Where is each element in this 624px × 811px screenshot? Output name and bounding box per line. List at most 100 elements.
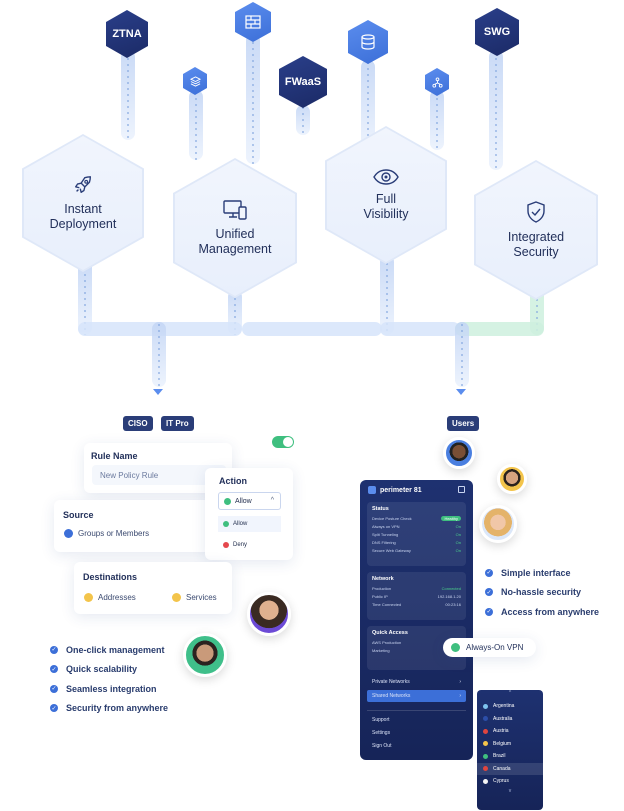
feature-label: Full Visibility	[363, 192, 409, 221]
pipe	[78, 260, 92, 335]
pipe	[246, 34, 260, 164]
check-icon: ✓	[485, 588, 493, 597]
avatar	[183, 633, 227, 677]
addresses-label: Addresses	[98, 593, 136, 602]
source-card-title: Source	[63, 510, 94, 520]
pipe	[380, 255, 394, 335]
chevron-down-icon[interactable]: v	[508, 787, 512, 794]
layers-icon	[189, 75, 201, 87]
arrow-down-icon	[153, 389, 163, 395]
check-icon: ✓	[50, 704, 58, 713]
check-icon: ✓	[50, 645, 58, 654]
nav-shared-networks[interactable]: Shared Networks›	[367, 690, 466, 702]
group-icon	[64, 529, 73, 538]
avatar	[443, 437, 475, 469]
check-icon: ✓	[50, 684, 58, 693]
check-icon: ✓	[50, 665, 58, 674]
destinations-card-title: Destinations	[83, 572, 138, 582]
country-item[interactable]: Argentina	[477, 700, 543, 713]
benefit-item: ✓Access from anywhere	[485, 606, 600, 617]
devices-icon	[223, 200, 247, 220]
source-field[interactable]: Groups or Members	[64, 529, 149, 538]
feature-instant-deployment: Instant Deployment	[24, 136, 142, 270]
ztna-label: ZTNA	[112, 28, 142, 40]
database-icon	[361, 34, 375, 50]
pipe	[121, 50, 135, 140]
swg-hex: SWG	[475, 8, 519, 56]
swg-label: SWG	[483, 26, 511, 38]
country-item[interactable]: Canada	[477, 762, 543, 775]
pipe	[242, 322, 382, 336]
avatar	[247, 592, 291, 636]
network-title: Network	[372, 576, 394, 582]
benefit-item: ✓No-hassle security	[485, 587, 582, 598]
benefit-item: ✓Security from anywhere	[50, 703, 169, 714]
action-option-allow[interactable]: Allow	[218, 516, 281, 532]
vpn-badge-label: Always-On VPN	[466, 643, 524, 652]
eye-icon	[373, 169, 399, 185]
addresses-chip[interactable]: Addresses	[84, 593, 136, 602]
country-item[interactable]: Australia	[477, 713, 543, 726]
network-icon	[431, 76, 443, 88]
services-chip[interactable]: Services	[172, 593, 217, 602]
nav-sign-out[interactable]: Sign Out	[372, 743, 392, 749]
nav-settings[interactable]: Settings	[372, 730, 391, 736]
quick-access-item[interactable]: Marketing	[372, 647, 390, 653]
app-brand: perimeter 81	[380, 486, 422, 494]
nav-private-networks[interactable]: Private Networks›	[372, 679, 461, 685]
benefit-item: ✓One-click management	[50, 644, 165, 655]
vpn-badge: Always-On VPN	[443, 638, 536, 657]
quick-access-item[interactable]: AWS Production	[372, 639, 402, 645]
arrow-down-icon	[456, 389, 466, 395]
country-item[interactable]: Belgium	[477, 738, 543, 751]
country-item[interactable]: Cyprus	[477, 775, 543, 788]
deny-icon	[223, 542, 229, 548]
nav-support[interactable]: Support	[372, 717, 390, 723]
app-header: perimeter 81	[368, 486, 422, 494]
pipe	[430, 90, 444, 150]
quick-access-title: Quick Access	[372, 630, 408, 636]
layers-hex	[183, 67, 207, 95]
client-app: perimeter 81 Status Device Posture Check…	[360, 480, 473, 760]
pipe	[296, 105, 310, 135]
feature-unified-management: Unified Management	[175, 160, 295, 296]
user-benefits-list: ✓Simple interface ✓No-hassle security ✓A…	[485, 563, 599, 622]
action-select[interactable]: Allow ^	[218, 492, 281, 510]
action-option-label: Allow	[233, 521, 248, 527]
avatar	[497, 464, 527, 494]
check-icon: ✓	[485, 568, 493, 577]
firewall-hex	[235, 2, 271, 42]
country-item[interactable]: Austria	[477, 725, 543, 738]
vpn-check-icon	[451, 643, 460, 652]
action-option-deny[interactable]: Deny	[218, 537, 281, 553]
status-title: Status	[372, 506, 389, 512]
address-icon	[84, 593, 93, 602]
fwaas-hex: FWaaS	[279, 56, 327, 108]
tag-itpro: IT Pro	[161, 416, 194, 431]
country-item[interactable]: Brazil	[477, 750, 543, 763]
source-value: Groups or Members	[78, 529, 150, 538]
chevron-up-icon: ^	[270, 497, 274, 504]
ztna-hex: ZTNA	[106, 10, 148, 58]
feature-label: Instant Deployment	[49, 202, 117, 231]
tag-ciso: CISO	[123, 416, 153, 431]
pipe	[380, 322, 460, 336]
source-card: Source Groups or Members	[54, 500, 214, 552]
external-link-icon[interactable]	[458, 486, 465, 493]
chevron-up-icon[interactable]: ^	[508, 690, 512, 696]
rule-card-title: Rule Name	[91, 451, 138, 461]
avatar	[479, 505, 517, 543]
benefit-item: ✓Seamless integration	[50, 683, 157, 694]
tag-users: Users	[447, 416, 480, 431]
rule-name-input[interactable]: New Policy Rule	[92, 465, 226, 485]
allow-icon	[223, 521, 229, 527]
toggle-switch[interactable]	[272, 436, 294, 448]
benefit-item: ✓Quick scalability	[50, 664, 138, 675]
admin-benefits-list: ✓One-click management ✓Quick scalability…	[50, 640, 168, 718]
